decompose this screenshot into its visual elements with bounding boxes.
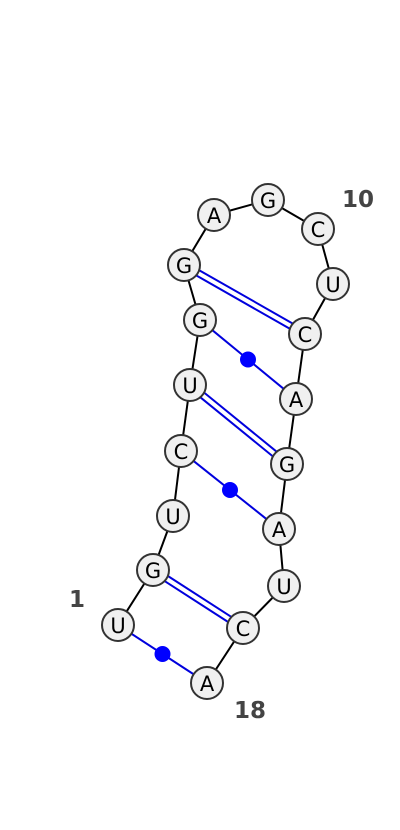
nucleotide-circle: [288, 317, 322, 351]
nucleotide-1: U: [101, 608, 135, 642]
nucleotide-9: G: [251, 183, 285, 217]
nucleotide-label: C: [174, 440, 189, 464]
base-pair-7-12-line-b: [198, 269, 294, 325]
nucleotide-circle: [279, 382, 313, 416]
nucleotide-4: C: [164, 434, 198, 468]
nucleotide-label: G: [192, 309, 208, 333]
nucleotide-circle: [164, 434, 198, 468]
nucleotide-10: C: [301, 212, 335, 246]
nucleotide-label: A: [207, 204, 222, 228]
nucleotide-label: U: [110, 614, 125, 638]
nucleotide-circle: [183, 303, 217, 337]
position-number-layer: 1 10 18: [69, 187, 374, 724]
nucleotide-circle: [197, 198, 231, 232]
base-pair-5-14-line-a: [199, 396, 274, 457]
nucleotide-label: G: [176, 254, 192, 278]
nucleotide-label: A: [289, 388, 304, 412]
nucleotide-circle: [173, 368, 207, 402]
nucleotide-15: A: [262, 512, 296, 546]
nucleotide-5: U: [173, 368, 207, 402]
base-pair-5-14-line-b: [203, 392, 278, 453]
position-number-18: 18: [234, 698, 266, 724]
wobble-pair-dot-6-13: [240, 351, 256, 368]
nucleotide-layer: U G U C U G G A G C U C A G A U C A: [101, 183, 350, 700]
nucleotide-12: C: [288, 317, 322, 351]
nucleotide-label: U: [182, 374, 197, 398]
nucleotide-label: G: [260, 189, 276, 213]
nucleotide-circle: [270, 447, 304, 481]
wobble-pair-dot-1-18: [154, 646, 171, 662]
nucleotide-17: C: [226, 611, 260, 645]
nucleotide-14: G: [270, 447, 304, 481]
position-number-1: 1: [69, 587, 85, 613]
nucleotide-circle: [167, 248, 201, 282]
nucleotide-circle: [301, 212, 335, 246]
nucleotide-circle: [267, 569, 301, 603]
nucleotide-label: C: [236, 617, 251, 641]
nucleotide-13: A: [279, 382, 313, 416]
nucleotide-16: U: [267, 569, 301, 603]
position-number-10: 10: [342, 187, 374, 213]
nucleotide-2: G: [136, 553, 170, 587]
nucleotide-3: U: [156, 499, 190, 533]
backbone-layer: [117, 199, 334, 684]
nucleotide-11: U: [316, 267, 350, 301]
nucleotide-18: A: [190, 666, 224, 700]
nucleotide-circle: [226, 611, 260, 645]
nucleotide-label: U: [165, 505, 180, 529]
wobble-pair-dot-4-15: [222, 482, 238, 498]
nucleotide-8: A: [197, 198, 231, 232]
nucleotide-label: G: [279, 453, 295, 477]
nucleotide-7: G: [167, 248, 201, 282]
nucleotide-circle: [190, 666, 224, 700]
base-pair-7-12-line-a: [195, 274, 291, 330]
nucleotide-label: U: [325, 273, 340, 297]
nucleotide-label: G: [145, 559, 161, 583]
nucleotide-circle: [136, 553, 170, 587]
nucleotide-label: U: [276, 575, 291, 599]
nucleotide-6: G: [183, 303, 217, 337]
base-pair-layer: [130, 269, 294, 676]
nucleotide-label: A: [200, 672, 215, 696]
nucleotide-circle: [101, 608, 135, 642]
nucleotide-label: C: [311, 218, 326, 242]
nucleotide-label: C: [298, 323, 313, 347]
nucleotide-label: A: [272, 518, 287, 542]
nucleotide-circle: [156, 499, 190, 533]
nucleotide-circle: [251, 183, 285, 217]
nucleotide-circle: [316, 267, 350, 301]
base-pair-2-17-line-a: [164, 580, 229, 623]
nucleotide-circle: [262, 512, 296, 546]
base-pair-2-17-line-b: [167, 575, 232, 618]
